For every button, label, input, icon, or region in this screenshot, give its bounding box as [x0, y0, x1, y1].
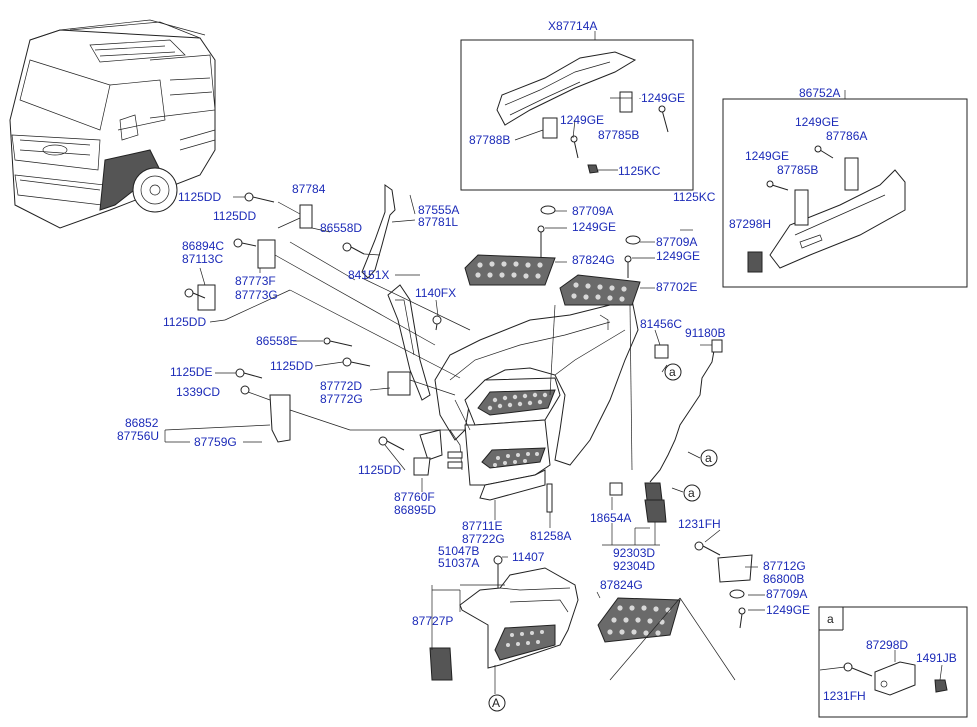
label-87113c: 87113C: [182, 252, 223, 266]
label-11407: 11407: [512, 550, 545, 564]
part-labels: X87714A 1249GE 1249GE 87785B 87788B 1125…: [117, 19, 957, 703]
label-87727p: 87727P: [412, 614, 453, 628]
callout-a2: a: [705, 451, 712, 465]
label-1249ge: 1249GE: [656, 249, 700, 263]
label-87712g: 87712G: [763, 559, 806, 573]
label-1249ge: 1249GE: [745, 149, 789, 163]
label-18654a: 18654A: [590, 511, 631, 525]
label-1231fh: 1231FH: [823, 689, 866, 703]
label-1125kc: 1125KC: [673, 190, 716, 204]
kit-86752a: [722, 90, 968, 288]
label-1249ge: 1249GE: [572, 220, 616, 234]
label-87788b: 87788B: [469, 133, 510, 147]
label-87711e: 87711E: [462, 519, 502, 533]
label-87781l: 87781L: [418, 215, 458, 229]
label-87772g: 87772G: [320, 392, 363, 406]
kit-x87714a: [460, 31, 694, 191]
label-86558e: 86558E: [256, 334, 297, 348]
label-87773f: 87773F: [235, 274, 276, 288]
label-1125dd: 1125DD: [213, 209, 256, 223]
label-92304d: 92304D: [613, 559, 655, 573]
label-x87714a: X87714A: [548, 19, 597, 33]
label-87760f: 87760F: [394, 490, 435, 504]
wiring-harness: [609, 339, 753, 583]
label-87772d: 87772D: [320, 379, 362, 393]
label-1249ge: 1249GE: [795, 115, 839, 129]
label-86800b: 86800B: [763, 572, 804, 586]
leader-lines: [164, 194, 943, 681]
label-51037a: 51037A: [438, 556, 479, 570]
label-87824g: 87824G: [600, 578, 643, 592]
lower-step-box: [429, 567, 579, 694]
ref-A: A: [492, 696, 500, 710]
label-87298d: 87298D: [866, 638, 908, 652]
label-91180b: 91180B: [685, 326, 725, 340]
label-87709a: 87709A: [656, 235, 697, 249]
label-86558d: 86558D: [320, 221, 362, 235]
label-86852: 86852: [125, 416, 159, 430]
inset-a-label: a: [827, 612, 834, 626]
label-1231fh: 1231FH: [678, 517, 721, 531]
label-87722g: 87722G: [462, 532, 505, 546]
label-1140fx: 1140FX: [415, 286, 456, 300]
label-1125kc: 1125KC: [618, 164, 661, 178]
label-87773g: 87773G: [235, 288, 278, 302]
label-1125dd: 1125DD: [178, 190, 221, 204]
step-assembly: [197, 184, 669, 513]
label-92303d: 92303D: [613, 546, 655, 560]
truck-illustration: [9, 19, 216, 229]
label-87709a: 87709A: [572, 204, 613, 218]
label-1125de: 1125DE: [170, 365, 212, 379]
label-51047b: 51047B: [438, 544, 479, 558]
label-81456c: 81456C: [640, 317, 682, 331]
label-1249ge: 1249GE: [766, 603, 810, 617]
label-1125dd: 1125DD: [270, 359, 313, 373]
label-87784: 87784: [292, 182, 326, 196]
callout-a3: a: [688, 486, 695, 500]
label-87298h: 87298H: [729, 217, 771, 231]
label-87824g: 87824G: [572, 253, 615, 267]
label-86752a: 86752A: [799, 86, 840, 100]
label-81258a: 81258A: [530, 529, 571, 543]
label-1249ge: 1249GE: [560, 113, 604, 127]
label-87756u: 87756U: [117, 429, 159, 443]
label-84151x: 84151X: [348, 268, 389, 282]
step-mats: [464, 254, 681, 643]
label-1339cd: 1339CD: [176, 385, 220, 399]
label-1125dd: 1125DD: [358, 463, 401, 477]
label-1491jb: 1491JB: [916, 651, 957, 665]
label-87555a: 87555A: [418, 203, 459, 217]
label-87702e: 87702E: [656, 280, 697, 294]
label-86895d: 86895D: [394, 503, 436, 517]
label-87785b: 87785B: [777, 163, 818, 177]
label-1125dd: 1125DD: [163, 315, 206, 329]
label-86894c: 86894C: [182, 239, 224, 253]
callouts: a a a A a: [488, 363, 834, 712]
label-87759g: 87759G: [194, 435, 237, 449]
label-87786a: 87786A: [826, 129, 867, 143]
label-1249ge: 1249GE: [641, 91, 685, 105]
bolts: [184, 192, 746, 629]
label-87709a: 87709A: [766, 587, 807, 601]
label-87785b: 87785B: [598, 128, 639, 142]
callout-a1: a: [669, 365, 676, 379]
